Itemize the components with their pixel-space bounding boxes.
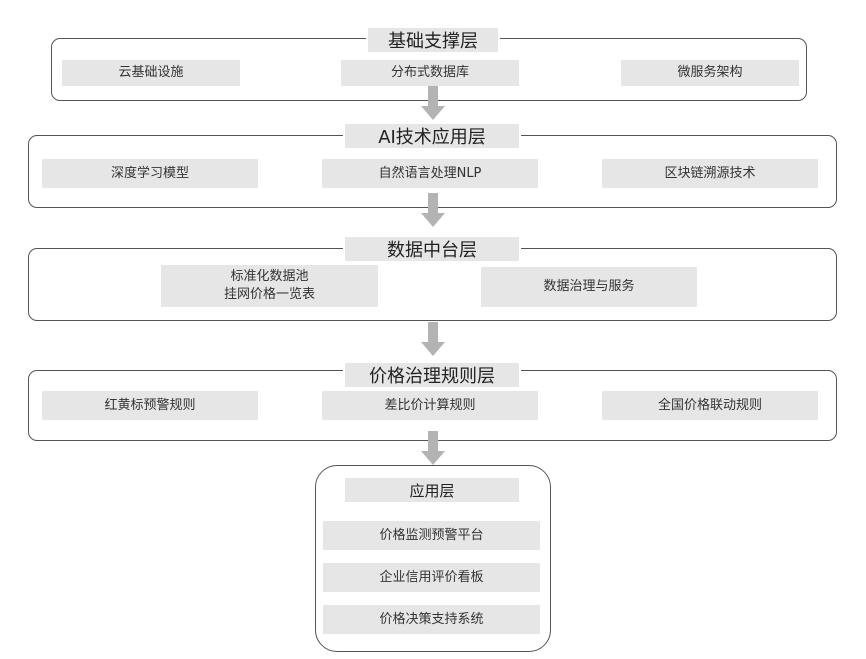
data-platform-layer-title: 数据中台层 — [343, 235, 521, 263]
data-platform-item-standard-pool: 标准化数据池 挂网价格一览表 — [161, 265, 378, 307]
rules-item-red-yellow: 红黄标预警规则 — [42, 391, 258, 420]
data-platform-item-governance: 数据治理与服务 — [481, 267, 697, 307]
application-item-decision: 价格决策支持系统 — [323, 605, 540, 634]
foundation-item-cloud: 云基础设施 — [62, 60, 240, 86]
ai-item-nlp: 自然语言处理NLP — [322, 159, 538, 188]
application-item-monitoring: 价格监测预警平台 — [323, 521, 540, 550]
ai-item-blockchain: 区块链溯源技术 — [602, 159, 818, 188]
data-platform-item-line2: 挂网价格一览表 — [223, 287, 315, 302]
foundation-layer-title: 基础支撑层 — [366, 26, 500, 54]
down-arrow-icon — [421, 193, 445, 227]
data-platform-item-line1: 标准化数据池 — [230, 269, 309, 284]
ai-layer-title: AI技术应用层 — [343, 122, 521, 150]
application-item-credit: 企业信用评价看板 — [323, 563, 540, 592]
rules-item-national-linkage: 全国价格联动规则 — [602, 391, 818, 420]
foundation-item-distributed-db: 分布式数据库 — [341, 60, 519, 86]
down-arrow-icon — [421, 322, 445, 356]
rules-layer-title: 价格治理规则层 — [343, 361, 521, 389]
down-arrow-icon — [421, 86, 445, 120]
application-layer-title: 应用层 — [343, 476, 521, 504]
rules-item-price-diff: 差比价计算规则 — [322, 391, 538, 420]
down-arrow-icon — [421, 431, 445, 465]
ai-item-deep-learning: 深度学习模型 — [42, 159, 258, 188]
foundation-item-microservice: 微服务架构 — [621, 60, 799, 86]
